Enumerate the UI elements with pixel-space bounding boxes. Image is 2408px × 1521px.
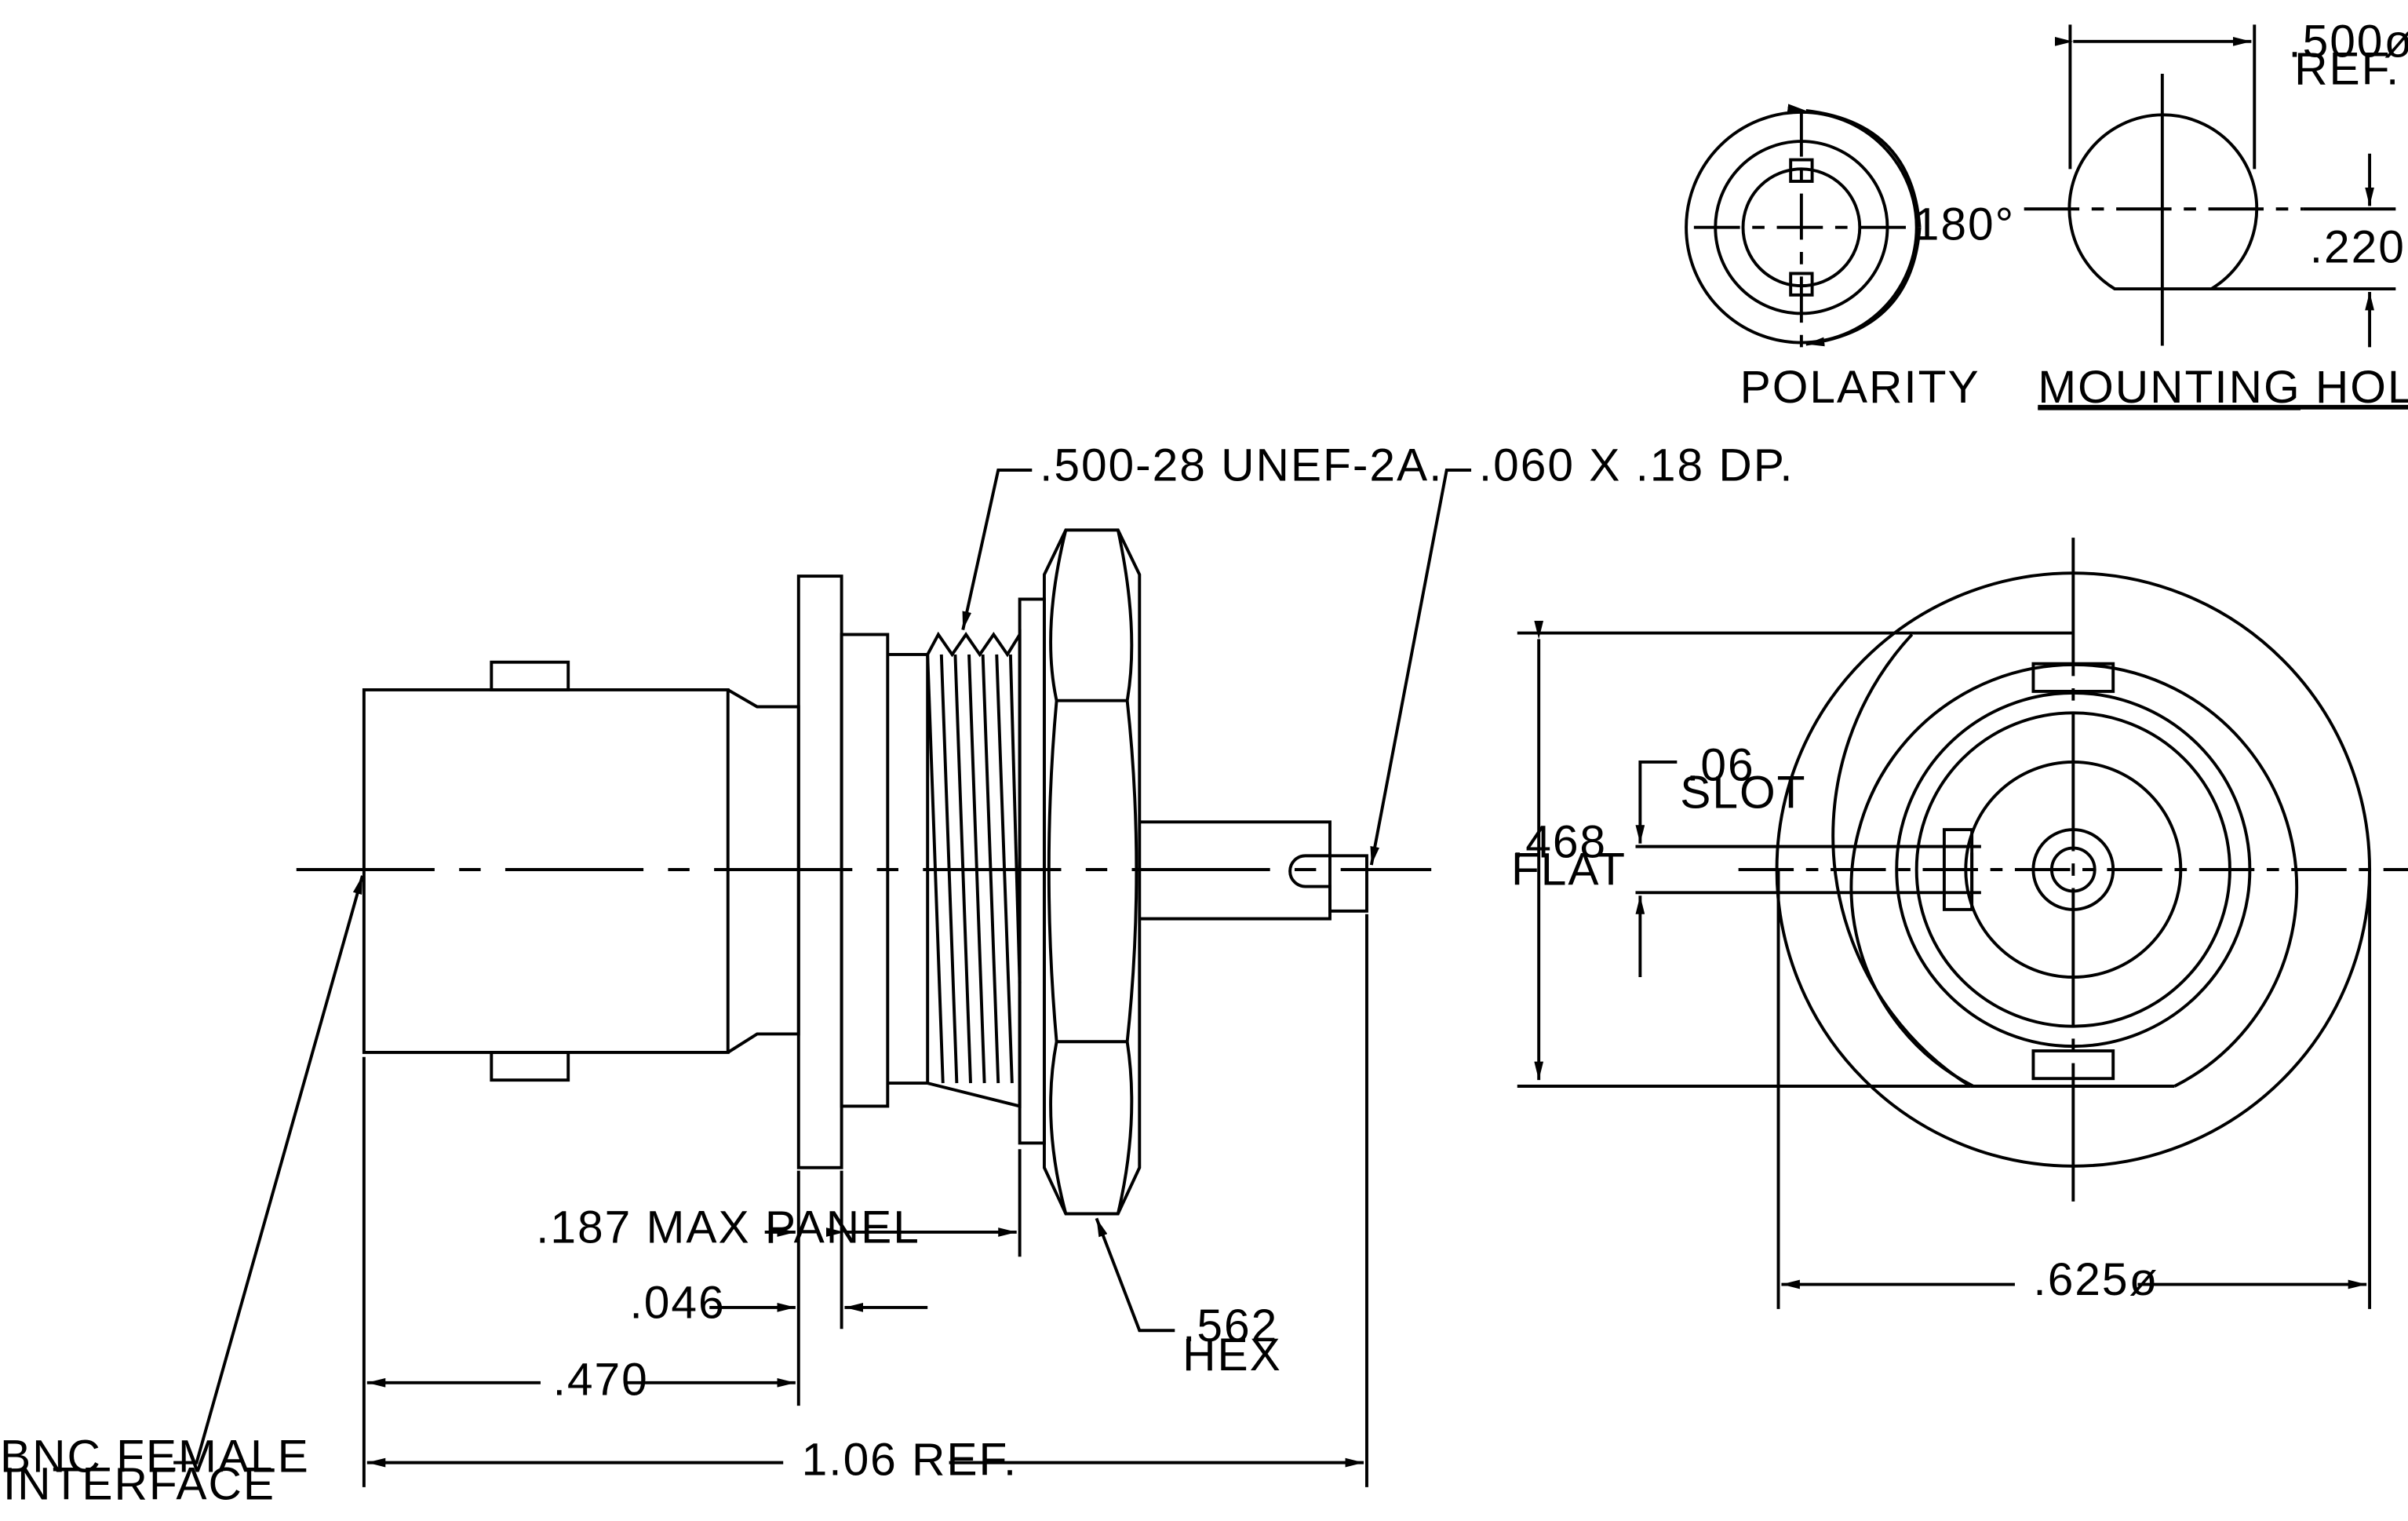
flat-dimension: .468: [1511, 816, 1607, 867]
mounting-hole-flat: .220 RE: [2310, 222, 2408, 273]
slot-width: .06: [1686, 739, 1754, 790]
polarity-label: POLARITY: [1740, 362, 1980, 413]
overall-length-label: 1.06 REF.: [802, 1434, 1018, 1485]
body-length-label: .470: [553, 1354, 649, 1405]
mounting-hole-dia: .500ø: [2288, 16, 2408, 67]
thread-spec: .500-28 UNEF-2A.: [1040, 440, 1443, 491]
hex-size-label: .562: [1182, 1300, 1278, 1351]
interface-label-2: INTERFACE: [3, 1459, 275, 1510]
end-view: .468 FLAT .06 SLOT .625ø: [1511, 538, 2408, 1309]
side-view: .500-28 UNEF-2A. .060 X .18 DP. .187 MAX…: [0, 440, 1794, 1510]
mounting-hole-dia-ref: REF.: [2294, 44, 2400, 95]
flange-thickness-label: .046: [629, 1278, 725, 1329]
hex-label: HEX: [1182, 1330, 1282, 1381]
mounting-hole-label: MOUNTING HOLE: [2038, 362, 2408, 413]
mounting-hole-view: .500ø REF. .220 RE MOUNTING HOLE: [2024, 16, 2408, 413]
slot-label: SLOT: [1680, 768, 1806, 819]
polarity-view: 180° POLARITY: [1685, 104, 2015, 413]
slot-depth-spec: .060 X .18 DP.: [1479, 440, 1794, 491]
outer-diameter-label: .625ø: [2033, 1254, 2158, 1305]
flat-label: FLAT: [1511, 844, 1627, 895]
polarity-angle: 180°: [1914, 199, 2015, 250]
interface-label-1: BNC FEMALE: [0, 1431, 310, 1482]
max-panel-label: .187 MAX PANEL: [536, 1202, 920, 1253]
